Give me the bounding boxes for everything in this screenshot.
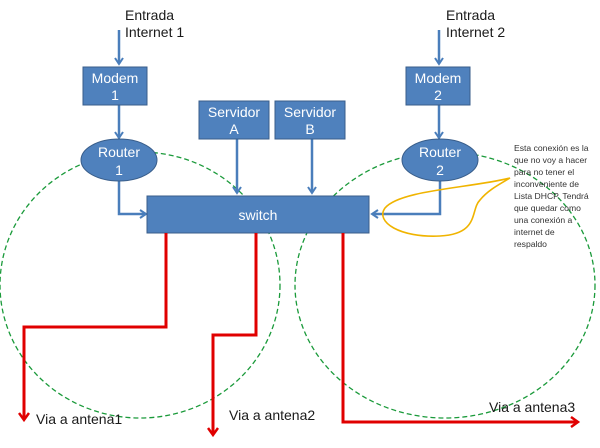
server-a[interactable]: Servidor A (198, 100, 270, 140)
link-router1-switch (117, 180, 148, 219)
svg-text:Servidor: Servidor (208, 104, 260, 120)
svg-text:2: 2 (434, 87, 442, 103)
modem-1[interactable]: Modem 1 (82, 66, 148, 106)
input-label-2b: Internet 2 (446, 24, 505, 40)
svg-text:Modem: Modem (415, 70, 462, 86)
link-switch-antenna3 (341, 233, 578, 422)
svg-text:Modem: Modem (92, 70, 139, 86)
callout-note: Esta conexión es la que no voy a hacer p… (514, 143, 591, 249)
modem-2[interactable]: Modem 2 (405, 66, 471, 106)
link-switch-antenna1 (24, 233, 168, 420)
antenna-label-2: Via a antena2 (229, 407, 315, 423)
switch[interactable]: switch (146, 195, 370, 234)
svg-text:A: A (229, 121, 239, 137)
server-b[interactable]: Servidor B (274, 100, 346, 140)
svg-text:2: 2 (436, 162, 444, 178)
input-label-1: Entrada (125, 7, 174, 23)
svg-text:Router: Router (419, 144, 461, 160)
svg-text:switch: switch (239, 207, 278, 223)
input-label-1b: Internet 1 (125, 24, 184, 40)
router-1[interactable]: Router 1 (80, 138, 158, 182)
svg-text:Servidor: Servidor (284, 104, 336, 120)
input-label-2: Entrada (446, 7, 495, 23)
router-2[interactable]: Router 2 (401, 138, 479, 182)
svg-text:B: B (305, 121, 314, 137)
link-switch-antenna2 (213, 233, 258, 435)
svg-text:Router: Router (98, 144, 140, 160)
antenna-label-1: Via a antena1 (36, 411, 122, 427)
svg-text:1: 1 (115, 162, 123, 178)
link-router2-switch (370, 180, 442, 219)
antenna-label-3: Via a antena3 (489, 399, 575, 415)
svg-text:1: 1 (111, 87, 119, 103)
callout-bubble (382, 177, 511, 237)
